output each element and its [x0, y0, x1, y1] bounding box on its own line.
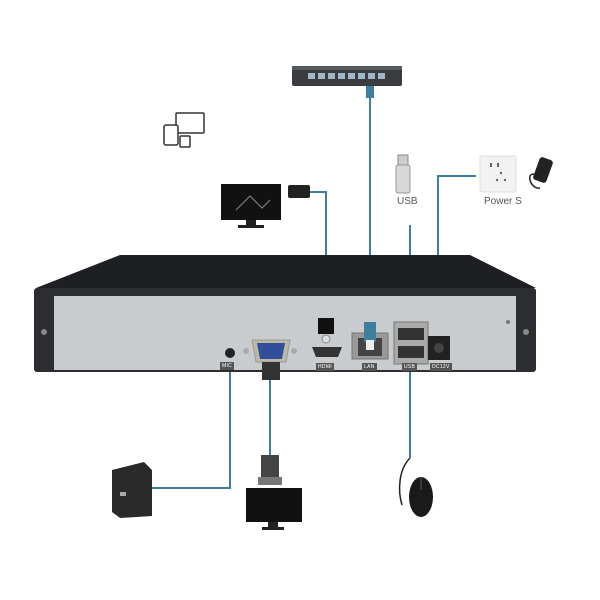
vga-monitor-icon [246, 488, 302, 530]
mouse-icon [398, 457, 433, 517]
vga-plug [262, 362, 280, 380]
vga-connector-icon [258, 455, 282, 485]
usb-label: USB [397, 196, 418, 207]
hdmi-plug-icon [288, 185, 310, 198]
power-socket-label: Power S [484, 196, 522, 207]
power-adapter-icon [529, 157, 553, 189]
power-socket-icon [479, 155, 517, 193]
usb-drive-icon [395, 154, 411, 194]
nvr-recorder [34, 255, 536, 380]
lan-port-label: LAN [362, 363, 377, 371]
mic-port [225, 348, 235, 358]
vga-port [243, 339, 297, 363]
monitor-icon [221, 184, 310, 228]
speaker-icon [112, 462, 152, 518]
hdmi-port [312, 347, 342, 357]
network-switch-icon [292, 66, 402, 98]
dc-port-label: DC12V [430, 363, 452, 371]
audio-cable [152, 360, 231, 489]
devices-icon [163, 112, 205, 148]
mic-port-label: MIC [220, 362, 235, 370]
usb-port-label: USB [402, 363, 418, 371]
hdmi-port-label: HDMI [316, 363, 334, 371]
